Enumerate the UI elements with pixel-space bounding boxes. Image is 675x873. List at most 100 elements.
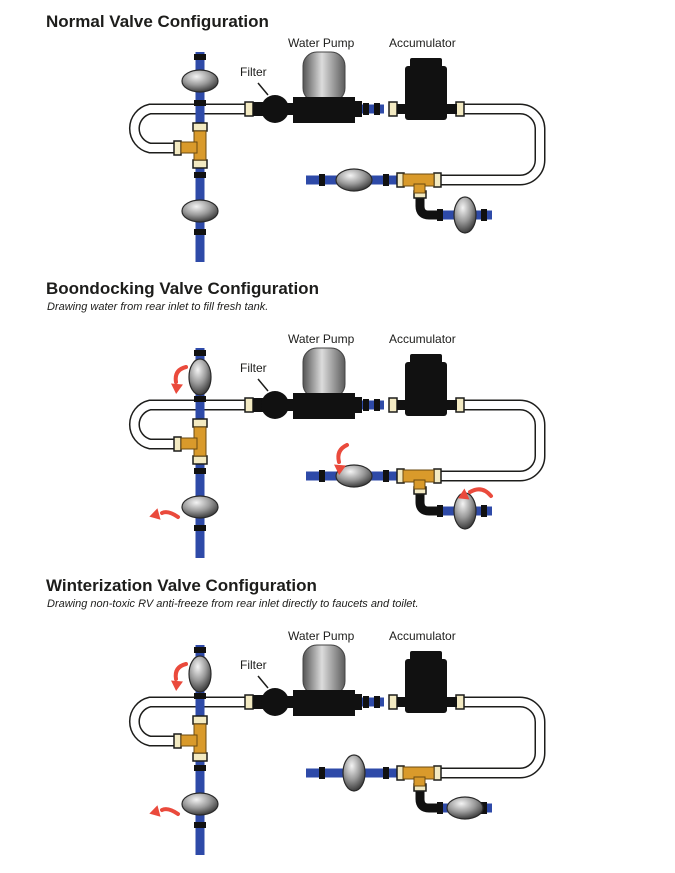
pipe-band (481, 505, 487, 517)
water-pump-label: Water Pump (288, 332, 355, 346)
pipe-band (363, 399, 369, 411)
tee-side-fitting (173, 733, 182, 749)
water-pump-label: Water Pump (288, 629, 355, 643)
accumulator (397, 651, 457, 713)
left-brass-tee (180, 130, 207, 161)
filter-leader-line (257, 675, 269, 689)
top-left-valve (181, 69, 219, 93)
pipe-band (194, 647, 206, 653)
filter-body (261, 391, 289, 419)
filter-inlet-fitting (244, 694, 254, 710)
right-inline-valve (335, 464, 373, 488)
top-left-valve (188, 358, 212, 396)
bottom-left-rotate-arrow (149, 508, 180, 520)
accumulator (397, 58, 457, 120)
section-subtitle-winterization: Drawing non-toxic RV anti-freeze from re… (47, 598, 419, 610)
filter-label: Filter (240, 65, 267, 79)
left-brass-tee (180, 723, 207, 754)
filter-label: Filter (240, 361, 267, 375)
left-loop-pipe (129, 399, 246, 450)
bottom-left-rotate-arrow (149, 805, 180, 817)
tee-top-fitting (192, 122, 208, 132)
accumulator-label: Accumulator (389, 332, 456, 346)
pipe-band (374, 399, 380, 411)
pipe-band (319, 470, 325, 482)
right-tee-right-fitting (433, 172, 442, 188)
pipe-band (194, 172, 206, 178)
right-elbow (415, 494, 440, 516)
tee-bottom-fitting (192, 752, 208, 762)
pipe-band (194, 765, 206, 771)
right-lower-valve (453, 196, 477, 234)
water-pump (293, 644, 362, 716)
left-loop-pipe (129, 696, 246, 747)
pipe-band (363, 103, 369, 115)
right-loop-pipe (436, 399, 546, 482)
accumulator-inlet-fitting (388, 397, 398, 413)
tee-bottom-fitting (192, 159, 208, 169)
accumulator-outlet-fitting (455, 397, 465, 413)
filter-inlet-fitting (244, 101, 254, 117)
pipe-band (194, 525, 206, 531)
section-title-winterization: Winterization Valve Configuration (46, 576, 317, 595)
pipe-band (383, 470, 389, 482)
pipe-band (194, 396, 206, 402)
pipe-band (194, 229, 206, 235)
accumulator-inlet-fitting (388, 101, 398, 117)
pipe-band (363, 696, 369, 708)
right-elbow (415, 198, 440, 220)
filter-body (261, 688, 289, 716)
pipe-band (194, 693, 206, 699)
tee-top-fitting (192, 715, 208, 725)
pipe-band (481, 802, 487, 814)
tee-bottom-fitting (192, 455, 208, 465)
pipe-band (437, 209, 443, 221)
section-title-boondocking: Boondocking Valve Configuration (46, 279, 319, 298)
filter-outlet-collar (287, 399, 295, 411)
accumulator (397, 354, 457, 416)
filter-outlet-collar (287, 696, 295, 708)
accumulator-outlet-fitting (455, 101, 465, 117)
pipe-band (319, 174, 325, 186)
pipe-band (319, 767, 325, 779)
right-loop-pipe (436, 103, 546, 186)
accumulator-label: Accumulator (389, 36, 456, 50)
accumulator-outlet-fitting (455, 694, 465, 710)
left-brass-tee (180, 426, 207, 457)
tee-top-fitting (192, 418, 208, 428)
pipe-band (194, 350, 206, 356)
bottom-left-valve (181, 199, 219, 223)
filter-outlet-collar (287, 103, 295, 115)
filter-leader-line (257, 378, 269, 392)
filter-leader-line (257, 82, 269, 96)
water-pump (293, 51, 362, 123)
pipe-band (383, 174, 389, 186)
pipe-band (194, 822, 206, 828)
section-subtitle-boondocking: Drawing water from rear inlet to fill fr… (47, 301, 269, 313)
section-title-normal: Normal Valve Configuration (46, 12, 269, 31)
right-tee-right-fitting (433, 765, 442, 781)
top-left-rotate-arrow (171, 365, 188, 394)
accumulator-label: Accumulator (389, 629, 456, 643)
pipe-band (194, 100, 206, 106)
right-inline-valve (342, 754, 366, 792)
pipe-band (437, 802, 443, 814)
pipe-band (374, 696, 380, 708)
pipe-band (437, 505, 443, 517)
filter-label: Filter (240, 658, 267, 672)
accumulator-inlet-fitting (388, 694, 398, 710)
tee-side-fitting (173, 140, 182, 156)
right-inline-valve (335, 168, 373, 192)
right-inline-rotate-arrow (334, 443, 349, 475)
pipe-band (194, 54, 206, 60)
right-lower-rotate-arrow (457, 487, 493, 500)
right-brass-tee (402, 173, 435, 194)
left-loop-pipe (129, 103, 246, 154)
filter-inlet-fitting (244, 397, 254, 413)
pipe-band (383, 767, 389, 779)
pipe-band (481, 209, 487, 221)
right-elbow (415, 791, 440, 813)
water-pump-label: Water Pump (288, 36, 355, 50)
top-left-rotate-arrow (171, 662, 188, 691)
right-brass-tee (402, 766, 435, 787)
